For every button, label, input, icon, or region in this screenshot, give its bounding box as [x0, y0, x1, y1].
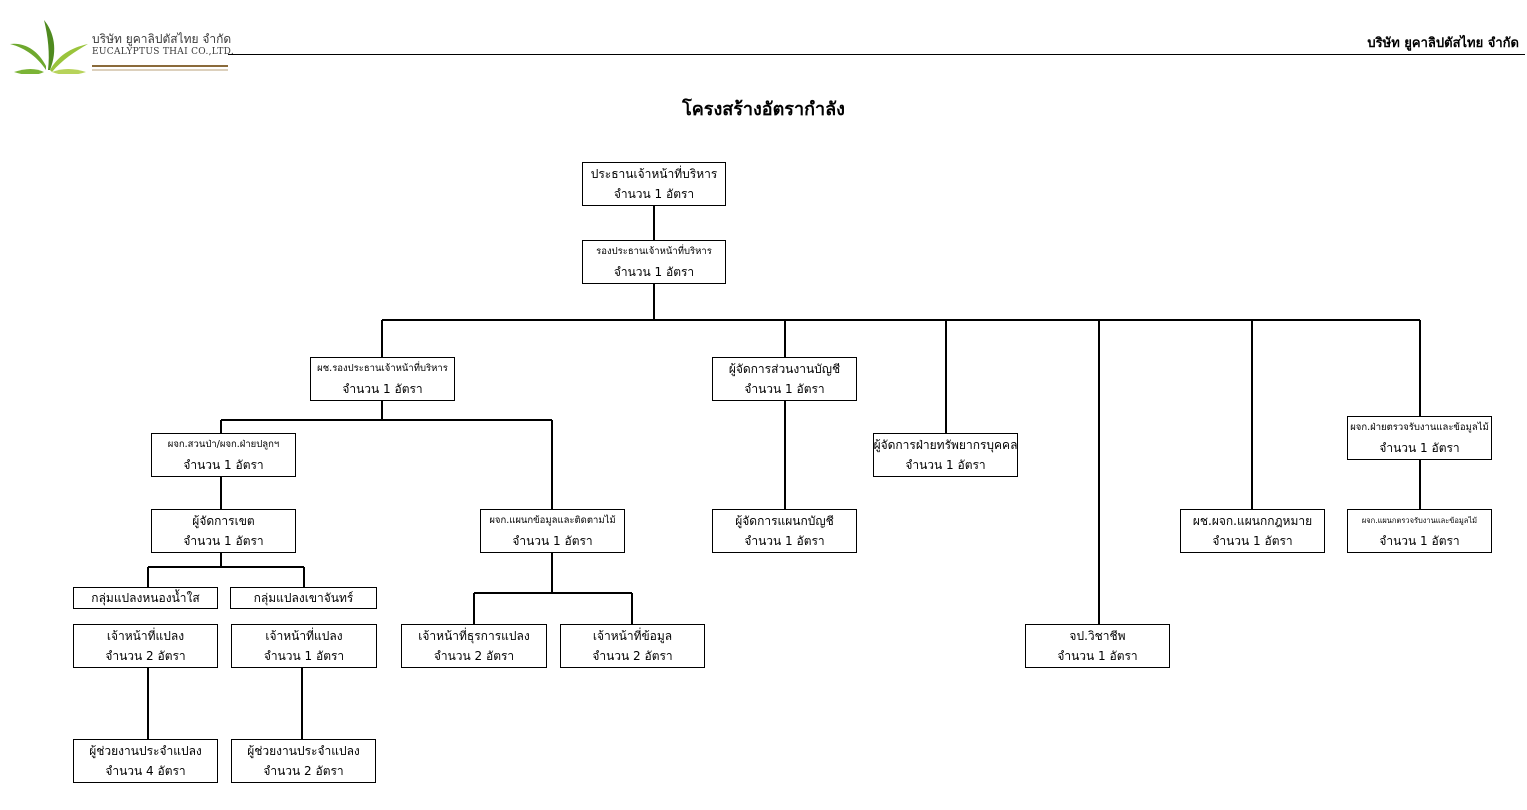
node-title: ผจก.ฝ่ายตรวจรับงานและข้อมูลไม้	[1350, 422, 1489, 433]
node-count: จำนวน 1 อัตรา	[1212, 534, 1293, 548]
company-logo: บริษัท ยูคาลิปตัสไทย จำกัด EUCALYPTUS TH…	[8, 18, 234, 75]
company-name: บริษัท ยูคาลิปตัสไทย จำกัด	[1367, 36, 1519, 51]
node-plantation-manager: ผจก.สวนป่า/ผจก.ฝ่ายปลูกฯ จำนวน 1 อัตรา	[151, 433, 296, 477]
node-title: กลุ่มแปลงเขาจันทร์	[253, 591, 354, 605]
node-title: รองประธานเจ้าหน้าที่บริหาร	[596, 246, 712, 257]
node-title: ผช.ผจก.แผนกกฎหมาย	[1192, 514, 1313, 528]
node-title: ประธานเจ้าหน้าที่บริหาร	[590, 167, 718, 181]
node-accounting-division-manager: ผู้จัดการส่วนงานบัญชี จำนวน 1 อัตรา	[712, 357, 857, 401]
node-data-officer: เจ้าหน้าที่ข้อมูล จำนวน 2 อัตรา	[560, 624, 705, 668]
node-title: จป.วิชาชีพ	[1069, 629, 1126, 643]
node-title: ผช.รองประธานเจ้าหน้าที่บริหาร	[317, 363, 448, 374]
logo-underline	[92, 65, 228, 71]
node-count: จำนวน 1 อัตรา	[183, 534, 264, 548]
logo-thai-text: บริษัท ยูคาลิปตัสไทย จำกัด	[92, 32, 232, 46]
node-count: จำนวน 1 อัตรา	[744, 382, 825, 396]
node-group-nongnamsai: กลุ่มแปลงหนองน้ำใส	[73, 587, 218, 609]
node-title: ผจก.สวนป่า/ผจก.ฝ่ายปลูกฯ	[167, 439, 280, 450]
node-business-officer: เจ้าหน้าที่ธุรการแปลง จำนวน 2 อัตรา	[401, 624, 547, 668]
node-title: กลุ่มแปลงหนองน้ำใส	[91, 591, 200, 605]
page-title: โครงสร้างอัตรากำลัง	[682, 99, 845, 120]
node-title: ผู้ช่วยงานประจำแปลง	[89, 744, 202, 758]
node-asst-vice-ceo: ผช.รองประธานเจ้าหน้าที่บริหาร จำนวน 1 อั…	[310, 357, 455, 401]
node-count: จำนวน 1 อัตรา	[905, 458, 986, 472]
node-zone-manager: ผู้จัดการเขต จำนวน 1 อัตรา	[151, 509, 296, 553]
node-count: จำนวน 1 อัตรา	[613, 265, 695, 279]
node-plot-assistant-2: ผู้ช่วยงานประจำแปลง จำนวน 2 อัตรา	[231, 739, 376, 783]
node-count: จำนวน 1 อัตรา	[1379, 441, 1460, 455]
node-accounting-section-manager: ผู้จัดการแผนกบัญชี จำนวน 1 อัตรา	[712, 509, 857, 553]
node-count: จำนวน 2 อัตรา	[105, 649, 186, 663]
node-data-manager: ผจก.แผนกข้อมูลและติดตามไม้ จำนวน 1 อัตรา	[480, 509, 625, 553]
node-count: จำนวน 1 อัตรา	[512, 534, 593, 548]
node-hr-manager: ผู้จัดการฝ่ายทรัพยากรบุคคล จำนวน 1 อัตรา	[873, 433, 1018, 477]
node-title: เจ้าหน้าที่ข้อมูล	[592, 629, 673, 643]
header-divider	[228, 54, 1525, 55]
node-title: ผู้ช่วยงานประจำแปลง	[247, 744, 360, 758]
node-count: จำนวน 1 อัตรา	[342, 382, 423, 396]
node-title: ผู้จัดการฝ่ายทรัพยากรบุคคล	[873, 438, 1018, 452]
node-title: ผู้จัดการแผนกบัญชี	[735, 514, 834, 528]
node-plot-assistant-1: ผู้ช่วยงานประจำแปลง จำนวน 4 อัตรา	[73, 739, 218, 783]
node-count: จำนวน 1 อัตรา	[1379, 534, 1460, 548]
node-count: จำนวน 1 อัตรา	[183, 458, 264, 472]
node-count: จำนวน 2 อัตรา	[433, 649, 515, 663]
node-audit-manager: ผจก.ฝ่ายตรวจรับงานและข้อมูลไม้ จำนวน 1 อ…	[1347, 416, 1492, 460]
node-plot-officer-2: เจ้าหน้าที่แปลง จำนวน 1 อัตรา	[231, 624, 377, 668]
node-count: จำนวน 1 อัตรา	[263, 649, 345, 663]
node-title: เจ้าหน้าที่แปลง	[265, 629, 343, 643]
node-count: จำนวน 1 อัตรา	[744, 534, 825, 548]
node-count: จำนวน 4 อัตรา	[105, 764, 186, 778]
node-title: ผจก.แผนกข้อมูลและติดตามไม้	[489, 515, 616, 526]
node-title: เจ้าหน้าที่ธุรการแปลง	[418, 629, 530, 643]
eucalyptus-leaf-icon	[10, 20, 88, 75]
logo-english-text: EUCALYPTUS THAI CO.,LTD.	[92, 47, 234, 57]
node-legal-manager: ผช.ผจก.แผนกกฎหมาย จำนวน 1 อัตรา	[1180, 509, 1325, 553]
node-title: ผู้จัดการเขต	[192, 514, 255, 528]
node-title: เจ้าหน้าที่แปลง	[106, 629, 185, 643]
node-group-khaochan: กลุ่มแปลงเขาจันทร์	[230, 587, 377, 609]
node-title: ผจก.แผนกตรวจรับงานและข้อมูลไม้	[1361, 516, 1478, 525]
node-audit-section-manager: ผจก.แผนกตรวจรับงานและข้อมูลไม้ จำนวน 1 อ…	[1347, 509, 1492, 553]
node-plot-officer-1: เจ้าหน้าที่แปลง จำนวน 2 อัตรา	[73, 624, 218, 668]
node-vice-ceo: รองประธานเจ้าหน้าที่บริหาร จำนวน 1 อัตรา	[582, 240, 726, 284]
node-count: จำนวน 2 อัตรา	[592, 649, 673, 663]
node-ceo: ประธานเจ้าหน้าที่บริหาร จำนวน 1 อัตรา	[582, 162, 726, 206]
node-count: จำนวน 1 อัตรา	[613, 187, 695, 201]
node-count: จำนวน 2 อัตรา	[263, 764, 344, 778]
node-safety-officer: จป.วิชาชีพ จำนวน 1 อัตรา	[1025, 624, 1170, 668]
node-count: จำนวน 1 อัตรา	[1057, 649, 1138, 663]
node-title: ผู้จัดการส่วนงานบัญชี	[728, 362, 841, 376]
